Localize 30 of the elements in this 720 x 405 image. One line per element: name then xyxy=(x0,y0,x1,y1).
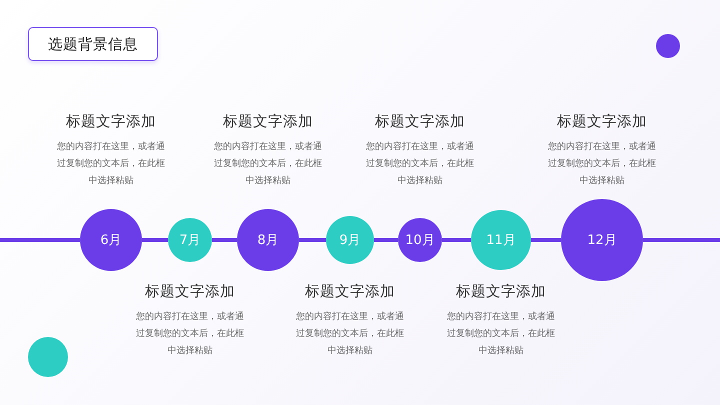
milestone-description: 您的内容打在这里，或者通过复制您的文本后，在此框中选择粘贴 xyxy=(365,140,475,188)
timeline-line xyxy=(212,238,237,242)
month-circle: 12月 xyxy=(561,199,643,281)
month-circle: 7月 xyxy=(168,218,212,262)
milestone-heading: 标题文字添加 xyxy=(65,112,157,131)
milestone-heading: 标题文字添加 xyxy=(455,282,547,301)
title-box: 选题背景信息 xyxy=(28,27,158,61)
timeline-line xyxy=(531,238,561,242)
month-circle: 11月 xyxy=(471,210,531,270)
timeline-line xyxy=(442,238,471,242)
milestone-heading: 标题文字添加 xyxy=(304,282,396,301)
timeline-line xyxy=(142,238,168,242)
milestone-description: 您的内容打在这里，或者通过复制您的文本后，在此框中选择粘贴 xyxy=(547,140,657,188)
milestone-description: 您的内容打在这里，或者通过复制您的文本后，在此框中选择粘贴 xyxy=(295,310,405,358)
month-circle: 10月 xyxy=(398,218,442,262)
milestone-description: 您的内容打在这里，或者通过复制您的文本后，在此框中选择粘贴 xyxy=(135,310,245,358)
timeline-line xyxy=(374,238,398,242)
milestone-heading: 标题文字添加 xyxy=(374,112,466,131)
milestone-heading: 标题文字添加 xyxy=(222,112,314,131)
milestone-heading: 标题文字添加 xyxy=(556,112,648,131)
milestone-description: 您的内容打在这里，或者通过复制您的文本后，在此框中选择粘贴 xyxy=(56,140,166,188)
timeline-line xyxy=(643,238,720,242)
timeline-line xyxy=(0,238,80,242)
month-circle: 6月 xyxy=(80,209,142,271)
milestone-description: 您的内容打在这里，或者通过复制您的文本后，在此框中选择粘贴 xyxy=(213,140,323,188)
timeline-line xyxy=(299,238,326,242)
milestone-heading: 标题文字添加 xyxy=(144,282,236,301)
month-circle: 9月 xyxy=(326,216,374,264)
milestone-description: 您的内容打在这里，或者通过复制您的文本后，在此框中选择粘贴 xyxy=(446,310,556,358)
month-circle: 8月 xyxy=(237,209,299,271)
